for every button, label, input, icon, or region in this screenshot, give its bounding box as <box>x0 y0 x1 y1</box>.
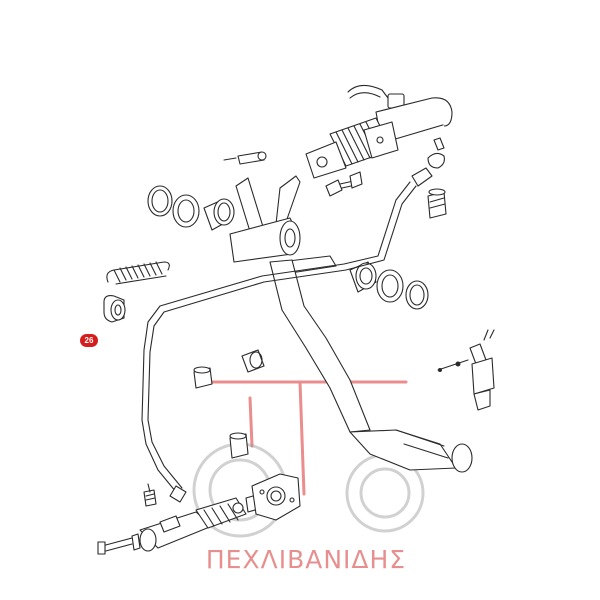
small-bushings <box>193 349 265 389</box>
pivot-pin-set <box>223 151 363 197</box>
slave-cylinder <box>97 493 263 555</box>
clutch-pedal-arm <box>269 259 473 473</box>
pedal-shaft <box>229 175 337 275</box>
bleed-screw-left <box>143 483 157 507</box>
flange-plate <box>229 432 301 521</box>
hydraulic-pipe <box>141 167 433 503</box>
master-cylinder <box>305 84 453 179</box>
bushing-set-left <box>147 185 235 231</box>
watermark-text: ΠΕΧΛΙΒΑΝΙΔΗΣ <box>205 545 407 574</box>
callout-badge-26: 26 <box>80 334 98 347</box>
pedal-switch <box>437 329 495 411</box>
union-bolt <box>427 188 447 219</box>
bushing-set-right <box>349 261 429 310</box>
return-spring <box>106 261 170 285</box>
part-26-bushing <box>103 295 126 323</box>
tractor-watermark-graphic <box>192 380 425 538</box>
